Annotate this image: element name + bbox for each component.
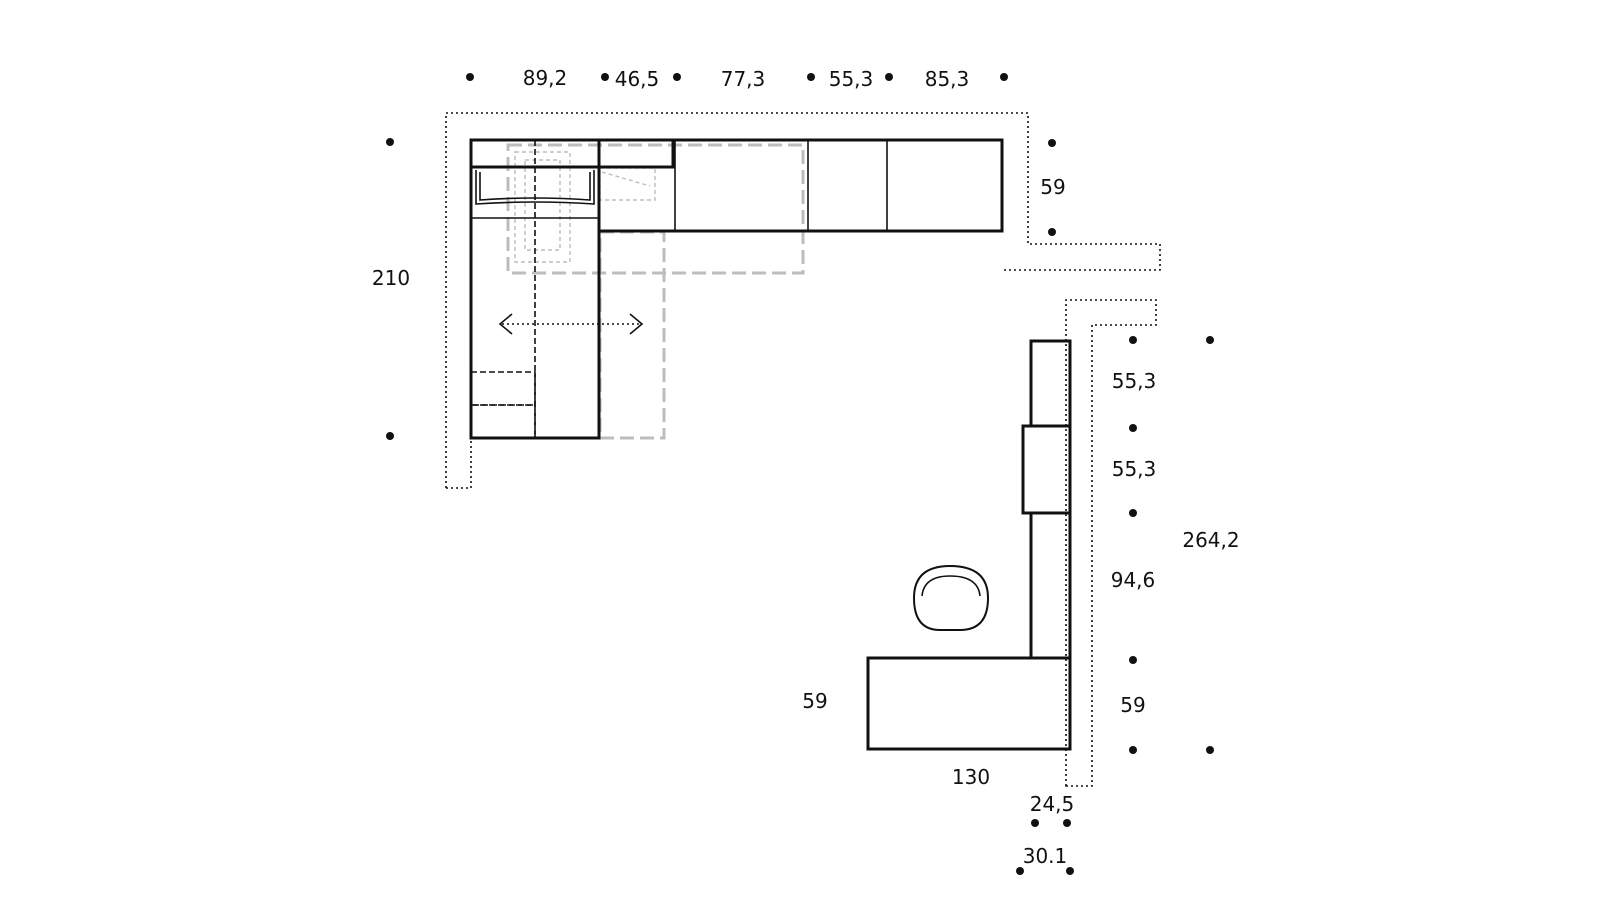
ghost-open-panel: [506, 143, 805, 275]
dim-top-5: 85,3: [925, 67, 970, 91]
dim-bottom-upper: 24,5: [1030, 792, 1075, 816]
dim-desk-depth: 59: [802, 689, 827, 713]
top-wardrobe: [597, 138, 1004, 233]
ghost-bed-extension: [598, 230, 666, 440]
top-room-outline: [445, 112, 1161, 488]
dimension-dots: [386, 73, 1214, 875]
dim-top-3: 77,3: [721, 67, 766, 91]
dim-bottom-lower: 30.1: [1023, 844, 1068, 868]
pillow-fold: [601, 171, 651, 187]
dim-top-1: 89,2: [523, 66, 568, 90]
dim-desk-width: 130: [952, 765, 990, 789]
dim-right-3: 94,6: [1111, 568, 1156, 592]
desk: [866, 656, 1072, 751]
wall-unit-1: [1029, 339, 1072, 428]
pillow: [475, 170, 595, 205]
wall-unit-3: [1029, 511, 1072, 660]
dim-left-height: 210: [372, 266, 410, 290]
left-room-outline-inner: [446, 440, 472, 489]
dim-top-right-depth: 59: [1040, 175, 1065, 199]
dim-right-4: 59: [1120, 693, 1145, 717]
right-room-outline: [1065, 299, 1157, 787]
bed-drawer-1: [470, 371, 536, 406]
bed-headboard-shelf: [469, 138, 675, 169]
dim-top-2: 46,5: [615, 67, 660, 91]
dim-right-1: 55,3: [1112, 369, 1157, 393]
dim-top-4: 55,3: [829, 67, 874, 91]
wall-unit-2: [1021, 424, 1072, 515]
double-arrow-icon: [498, 313, 644, 335]
dim-right-2: 55,3: [1112, 457, 1157, 481]
dim-right-total: 264,2: [1182, 528, 1239, 552]
bed-drawer-2: [470, 404, 536, 439]
chair-icon: [912, 564, 990, 631]
